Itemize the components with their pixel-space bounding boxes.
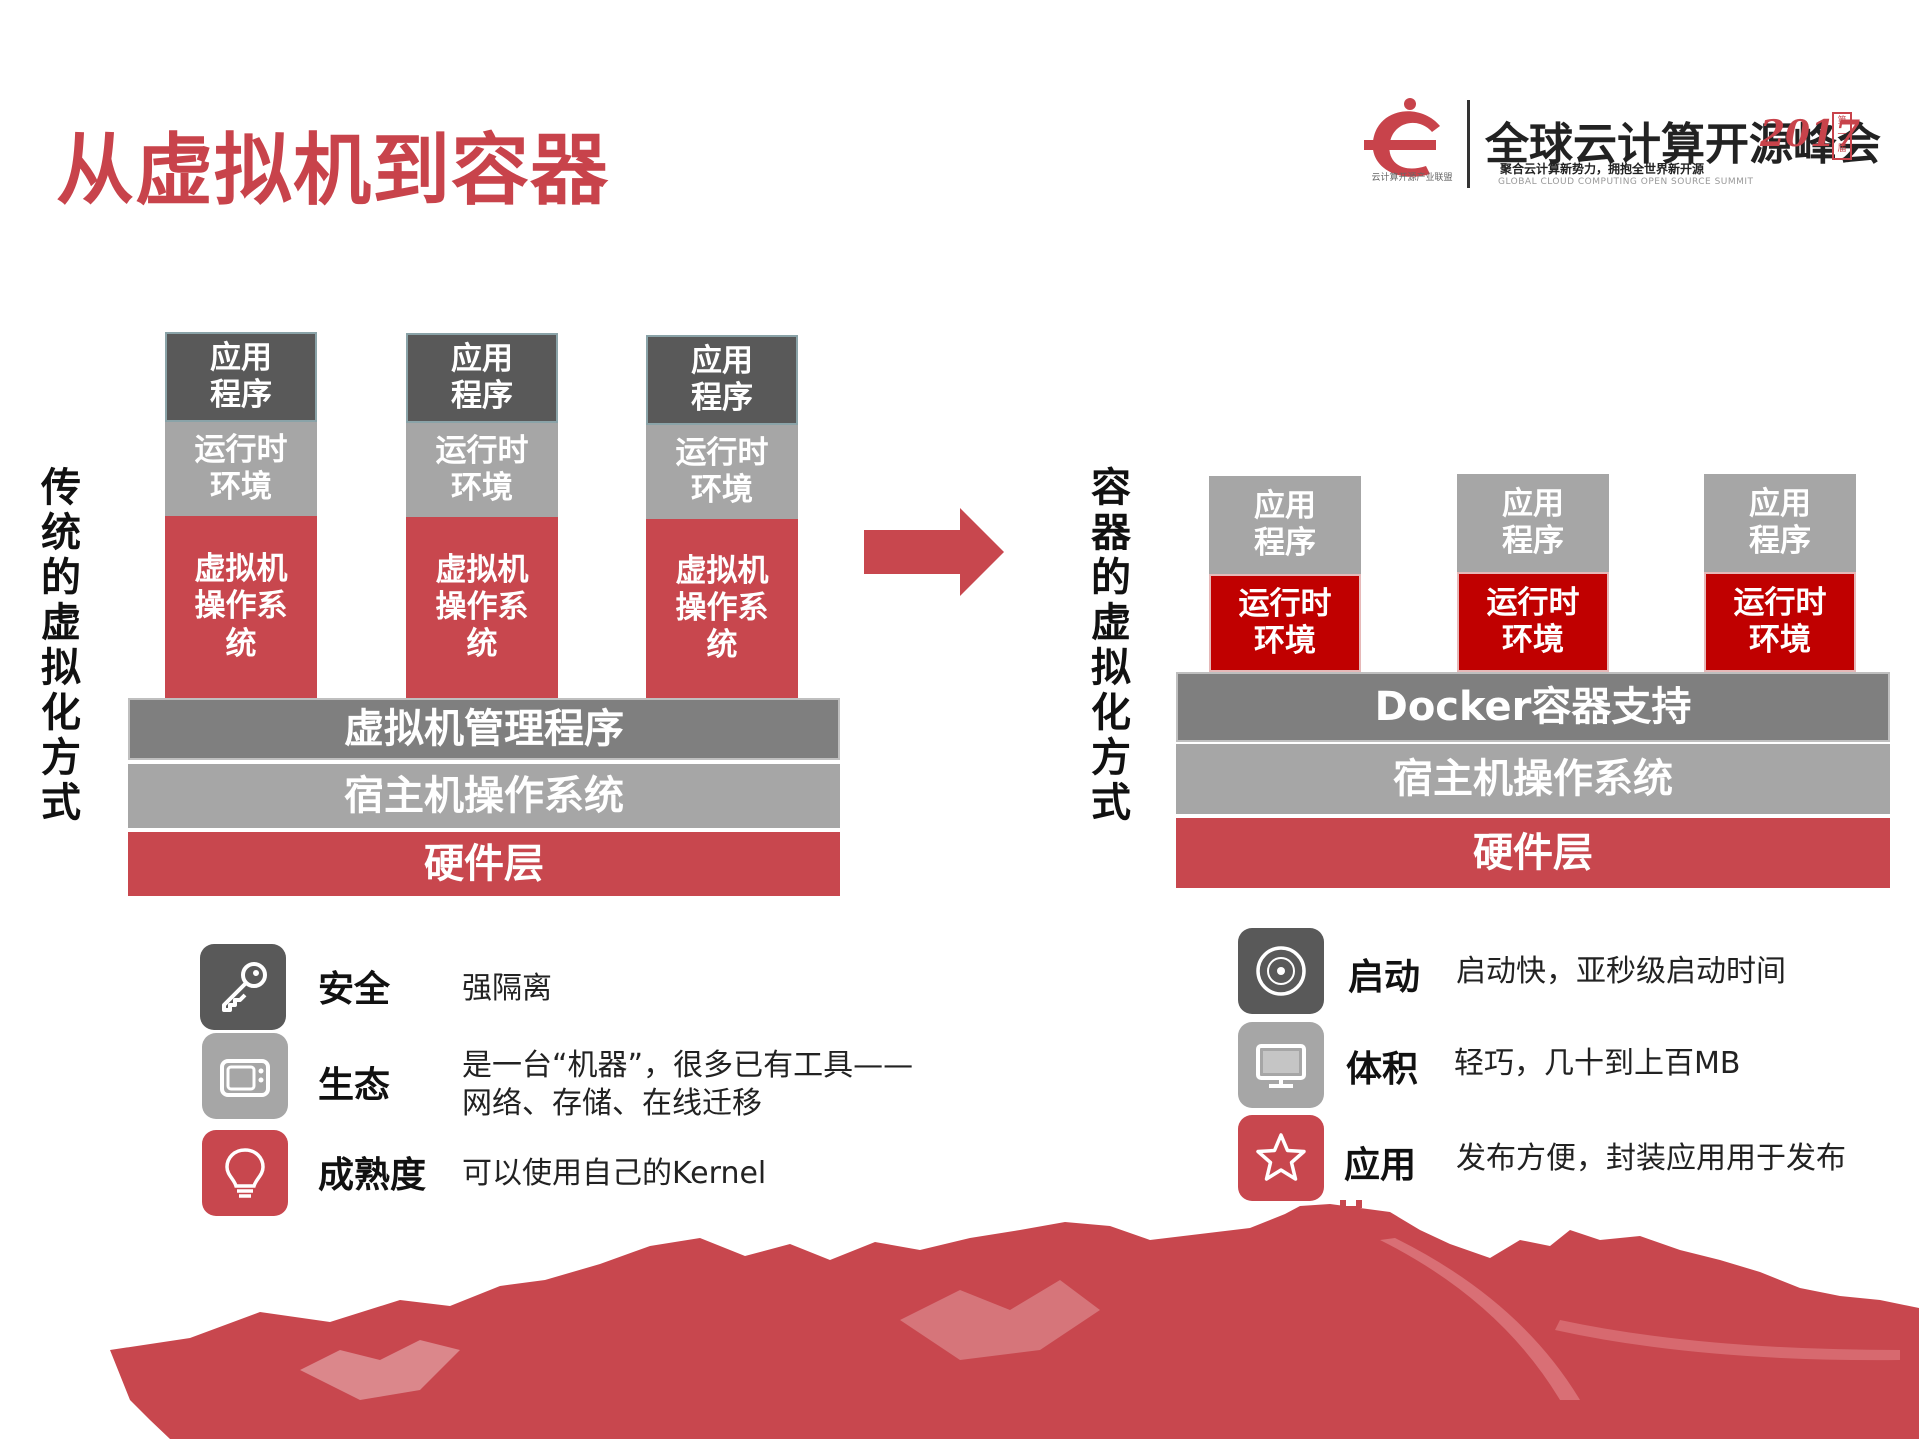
vm-os-block: 虚拟机 操作系 统 bbox=[165, 516, 317, 698]
feature-title: 启动 bbox=[1348, 957, 1421, 998]
feature-title: 成熟度 bbox=[318, 1155, 427, 1196]
hardware-layer: 硬件层 bbox=[1176, 818, 1890, 888]
feature-title: 应用 bbox=[1344, 1145, 1417, 1186]
arrow-right-icon bbox=[864, 508, 1004, 596]
hypervisor-layer: 虚拟机管理程序 bbox=[128, 698, 840, 760]
star-icon bbox=[1238, 1115, 1324, 1201]
lightbulb-icon bbox=[202, 1130, 288, 1216]
logo-tag: 第一届 bbox=[1832, 112, 1852, 160]
feature-title: 生态 bbox=[318, 1065, 391, 1106]
vm-os-block: 虚拟机 操作系 统 bbox=[406, 517, 558, 698]
logo-caption: 云计算开源产业联盟 bbox=[1371, 173, 1453, 183]
right-vertical-label: 容 器 的 虚 拟 化 方 式 bbox=[1091, 465, 1131, 826]
app-block: 应用 程序 bbox=[406, 333, 558, 423]
logo-title: 全球云计算开源峰会 bbox=[1485, 119, 1881, 170]
app-block: 应用 程序 bbox=[1209, 476, 1361, 574]
hardware-layer: 硬件层 bbox=[128, 832, 840, 896]
logo-divider bbox=[1467, 100, 1470, 188]
feature-title: 体积 bbox=[1346, 1049, 1419, 1090]
logo-subtitle-en: GLOBAL CLOUD COMPUTING OPEN SOURCE SUMMI… bbox=[1498, 177, 1754, 187]
disc-icon bbox=[1238, 928, 1324, 1014]
runtime-block: 运行时 环境 bbox=[646, 425, 798, 519]
app-block: 应用 程序 bbox=[165, 332, 317, 422]
feature-desc: 可以使用自己的Kernel bbox=[462, 1156, 767, 1191]
app-block: 应用 程序 bbox=[1457, 474, 1609, 572]
tv-icon bbox=[202, 1033, 288, 1119]
feature-desc: 发布方便，封装应用用于发布 bbox=[1456, 1141, 1846, 1176]
app-block: 应用 程序 bbox=[1704, 474, 1856, 572]
great-wall-decoration bbox=[110, 1200, 1919, 1439]
feature-desc: 强隔离 bbox=[462, 971, 552, 1006]
runtime-block: 运行时 环境 bbox=[1704, 572, 1856, 672]
app-block: 应用 程序 bbox=[646, 335, 798, 425]
feature-desc: 启动快，亚秒级启动时间 bbox=[1456, 954, 1786, 989]
runtime-block: 运行时 环境 bbox=[1209, 574, 1361, 672]
monitor-icon bbox=[1238, 1022, 1324, 1108]
docker-layer: Docker容器支持 bbox=[1176, 672, 1890, 742]
vm-os-block: 虚拟机 操作系 统 bbox=[646, 519, 798, 698]
feature-desc: 轻巧，几十到上百MB bbox=[1454, 1046, 1741, 1081]
feature-title: 安全 bbox=[318, 969, 391, 1010]
left-vertical-label: 传 统 的 虚 拟 化 方 式 bbox=[41, 465, 81, 826]
host-os-layer: 宿主机操作系统 bbox=[1176, 744, 1890, 814]
feature-desc: 是一台“机器”，很多已有工具—— bbox=[462, 1048, 914, 1083]
page-title: 从虚拟机到容器 bbox=[56, 126, 610, 216]
key-icon bbox=[200, 944, 286, 1030]
feature-desc-line2: 网络、存储、在线迁移 bbox=[462, 1086, 762, 1121]
host-os-layer: 宿主机操作系统 bbox=[128, 764, 840, 828]
runtime-block: 运行时 环境 bbox=[165, 422, 317, 516]
runtime-block: 运行时 环境 bbox=[1457, 572, 1609, 672]
logo-year: 2017 bbox=[1760, 113, 1861, 155]
logo-subtitle: 聚合云计算新势力，拥抱全世界新开源 bbox=[1500, 162, 1705, 176]
summit-logo-icon bbox=[1364, 98, 1440, 177]
runtime-block: 运行时 环境 bbox=[406, 423, 558, 517]
